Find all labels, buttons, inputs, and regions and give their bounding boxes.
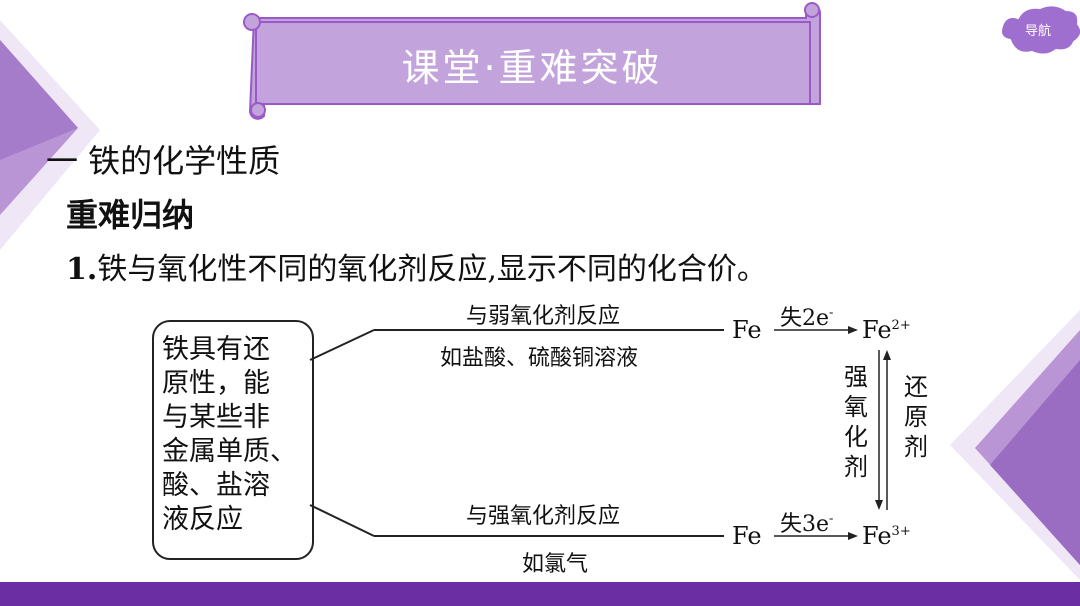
property-box: [152, 320, 314, 560]
fe-upper: Fe: [732, 316, 762, 344]
section-heading: 一 铁的化学性质: [46, 142, 281, 180]
banner-title: 课堂·重难突破: [401, 45, 663, 90]
fe2-ion: Fe2+: [862, 316, 911, 344]
footer-bar: [0, 582, 1080, 606]
electron-loss-upper: 失2e-: [780, 305, 834, 331]
lower-branch-example: 如氯气: [522, 552, 589, 577]
strong-oxidant-label: 强氧化剂: [844, 363, 868, 481]
electron-loss-lower: 失3e-: [780, 511, 834, 537]
nav-button[interactable]: 导航: [1024, 23, 1051, 39]
lower-branch-label: 与强氧化剂反应: [466, 504, 621, 529]
point-number: 1.: [66, 252, 98, 287]
upper-branch-example: 如盐酸、硫酸铜溶液: [440, 346, 639, 371]
subheading: 重难归纳: [66, 196, 195, 234]
point-1: 1.铁与氧化性不同的氧化剂反应,显示不同的化合价。: [66, 244, 767, 288]
fe-lower: Fe: [732, 522, 762, 550]
point-text: 铁与氧化性不同的氧化剂反应,显示不同的化合价。: [97, 252, 767, 287]
reductant-label: 还原剂: [904, 373, 928, 461]
fe3-ion: Fe3+: [862, 522, 911, 550]
upper-branch-label: 与弱氧化剂反应: [466, 304, 621, 329]
property-box-text: 铁具有还 原性，能 与某些非 金属单质、 酸、盐溶 液反应: [162, 334, 297, 535]
